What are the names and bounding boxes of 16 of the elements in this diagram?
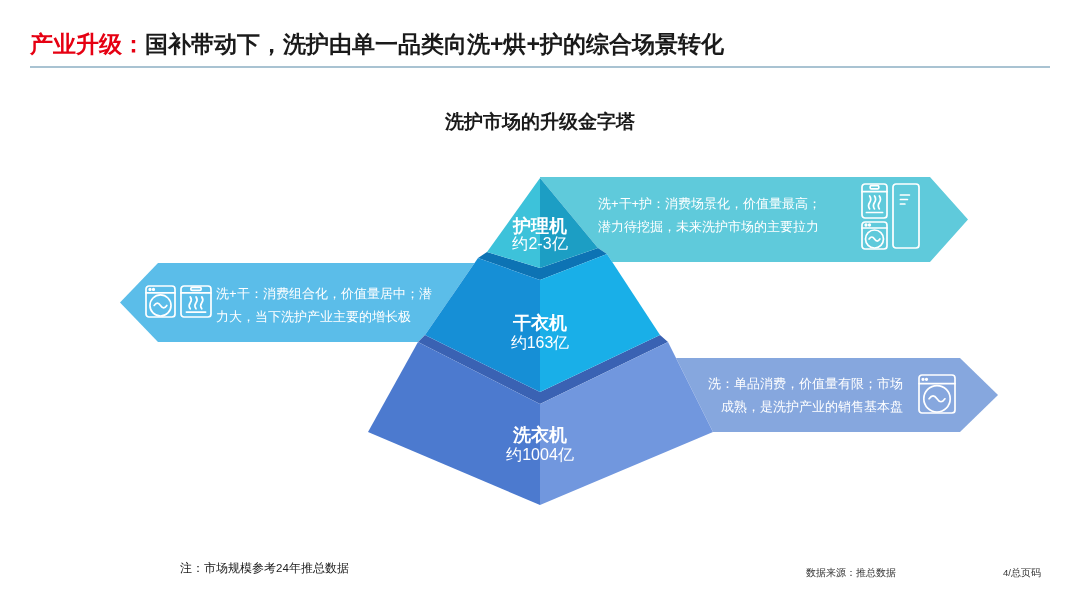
market-size: 约163亿 — [510, 332, 570, 353]
layer-title: 护理机 — [513, 215, 567, 236]
arrow-banner — [120, 263, 475, 342]
banner-text: 洗+干：消费组合化，价值量居中；潜力大，当下洗护产业主要的增长极 — [216, 284, 433, 326]
arrow-banner — [676, 358, 998, 432]
page-number: 4/总页码 — [1003, 566, 1041, 580]
slide-title: 产业升级：国补带动下，洗护由单一品类向洗+烘+护的综合场景转化 — [30, 30, 724, 58]
footnote: 注：市场规模参考24年推总数据 — [180, 560, 349, 576]
market-size: 约1004亿 — [506, 444, 574, 465]
layer-title: 干衣机 — [513, 312, 567, 335]
banner-text: 洗：单品消费，价值量有限；市场成熟，是洗护产业的销售基本盘 — [707, 374, 903, 416]
source-note: 数据来源：推总数据 — [806, 566, 896, 580]
banner-text: 洗+干+护：消费场景化，价值量最高；潜力待挖掘，未来洗护市场的主要拉力 — [598, 194, 823, 236]
market-size: 约2-3亿 — [512, 234, 568, 254]
chart-title: 洗护市场的升级金字塔 — [445, 110, 635, 134]
layer-title: 洗衣机 — [513, 424, 567, 447]
